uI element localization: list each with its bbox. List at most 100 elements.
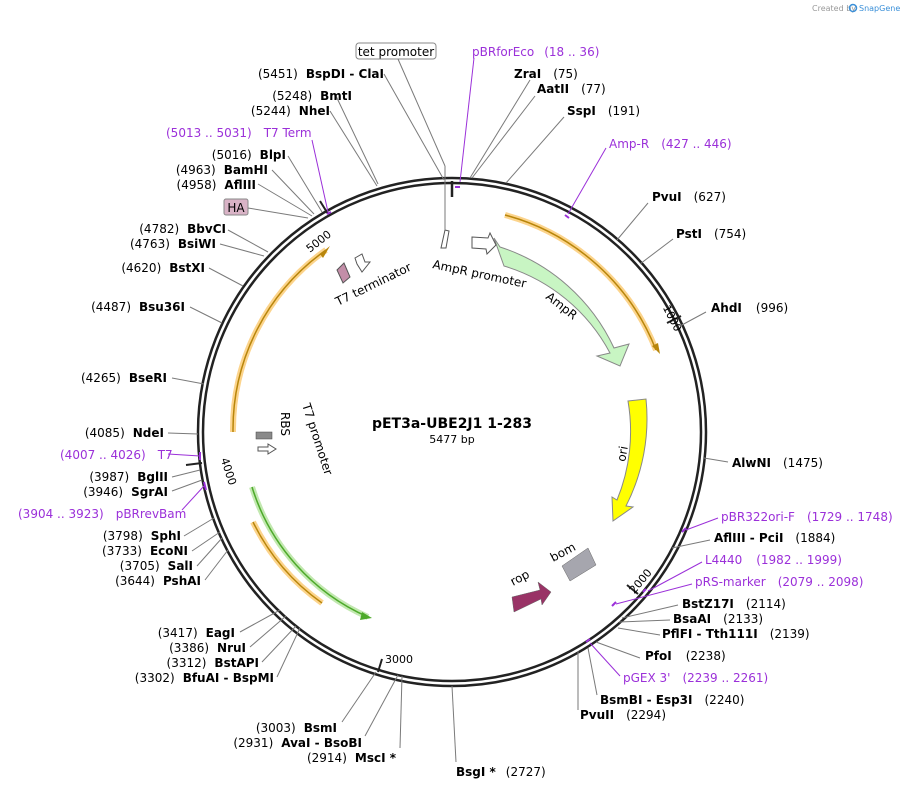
sphi-pos: (3798) [103, 529, 143, 543]
tet-promoter-marker [440, 229, 450, 249]
l4440-lead [647, 561, 703, 592]
pvui-pos: (627) [694, 190, 726, 204]
pbrforeco-pos: (18 .. 36) [544, 45, 599, 59]
pshai-lead [204, 549, 229, 581]
nhei-label: (5244)NheI [251, 104, 330, 118]
t7-promoter-label: T7 promoter [299, 401, 336, 477]
nrui-name: NruI [217, 641, 246, 655]
bglii-name: BglII [137, 470, 168, 484]
alwni-label: AlwNI(1475) [732, 456, 823, 470]
bfuai-name2: BspMI [233, 671, 274, 685]
pbrrevbam-label: (3904 .. 3923)pBRrevBam [18, 507, 186, 521]
bsgi-lead [451, 685, 457, 763]
bspdi-name: BspDI [306, 67, 345, 81]
ori-feature [611, 398, 648, 522]
aatii-pos: (77) [581, 82, 606, 96]
green-arc-arrow [360, 612, 372, 620]
sali-name: SalI [168, 559, 193, 573]
bstz17i-name: BstZ17I [682, 597, 734, 611]
pvuii-name: PvuII [580, 708, 614, 722]
bsaai-label: BsaAI (2133) [673, 612, 763, 626]
psti-pos: (754) [714, 227, 746, 241]
t7term-pos: (5013 .. 5031) [166, 126, 252, 140]
t7-primer-name: T7 [157, 448, 173, 462]
site-labels-right: ZraI(75) AatII(77) SspI(191) PvuI(627) P… [456, 67, 835, 779]
tet-promoter-box: tet promoter [355, 42, 446, 230]
ndei-name: NdeI [133, 426, 164, 440]
msci-label: (2914) MscI * [307, 751, 397, 765]
sgrai-label: (3946)SgrAI [83, 485, 168, 499]
bstz17i-label: BstZ17I(2114) [682, 597, 786, 611]
bfuai-name: BfuAI [183, 671, 220, 685]
prs-lead [615, 583, 693, 605]
bsaai-pos: (2133) [723, 612, 763, 626]
orf-arc-ampr-highlight [504, 212, 659, 352]
bseri-label: (4265)BseRI [81, 371, 167, 385]
bsaai-lead [618, 619, 671, 623]
orf-arrow-insert [320, 246, 330, 258]
nrui-lead [249, 615, 287, 648]
blpi-label: (5016)BlpI [212, 148, 286, 162]
pfoi-label: PfoI(2238) [645, 649, 726, 663]
pbr322ori-lead [685, 517, 719, 531]
ahdi-pos: (996) [756, 301, 788, 315]
bspdi-lead [383, 73, 445, 181]
ampr-promoter-arrow [471, 231, 497, 256]
bsaai-name: BsaAI [673, 612, 711, 626]
econi-label: (3733)EcoNI [102, 544, 188, 558]
sspi-label: SspI(191) [567, 104, 640, 118]
bsgi-pos: (2727) [506, 765, 546, 779]
sgrai-pos: (3946) [83, 485, 123, 499]
ampr-primer-name: Amp-R [609, 137, 649, 151]
pflfi-name: PflFI [662, 627, 692, 641]
nhei-pos: (5244) [251, 104, 291, 118]
afliii-lead [671, 539, 711, 549]
t7-terminator-arrow [354, 253, 372, 273]
bsmi-pos: (3003) [256, 721, 296, 735]
afliii-pos: (1884) [795, 531, 835, 545]
site-labels-left: (3003)BsmI (2931)AvaI - BsoBI (2914)MscI… [81, 67, 397, 765]
pvuii-pos: (2294) [626, 708, 666, 722]
msci-pos: (2914) [307, 751, 347, 765]
sspi-name: SspI [567, 104, 596, 118]
msci-name: MscI * [355, 751, 397, 765]
watermark-prefix: Created by [812, 4, 856, 13]
snapgene-watermark: Created by SnapGene [812, 3, 900, 13]
blpi-lead [287, 155, 323, 213]
watermark-brand: SnapGene [859, 4, 900, 13]
pbrrevbam-pos: (3904 .. 3923) [18, 507, 104, 521]
tick-1000 [666, 315, 682, 324]
nhei-lead [329, 110, 378, 187]
tick-label-4000: 4000 [218, 456, 239, 487]
blpi-name: BlpI [260, 148, 286, 162]
orf-arcs [229, 212, 660, 620]
bsgi-label: BsgI *(2727) [456, 765, 546, 779]
ampr-feature [493, 237, 630, 367]
tick-2000 [626, 584, 639, 595]
bstxi-pos: (4620) [121, 261, 161, 275]
afliii2-name: AflIII [224, 178, 256, 192]
tick-label-3000: 3000 [385, 653, 413, 666]
pflfi-pos: (2139) [770, 627, 810, 641]
bstxi-name: BstXI [169, 261, 205, 275]
t7-terminator-feature [336, 262, 351, 284]
bsu36i-name: Bsu36I [139, 300, 185, 314]
pbr322ori-pos: (1729 .. 1748) [807, 510, 893, 524]
bstapi-pos: (3312) [167, 656, 207, 670]
alwni-name: AlwNI [732, 456, 771, 470]
rop-feature [511, 581, 552, 613]
zrai-label: ZraI(75) [514, 67, 578, 81]
backbone-inner-circle [201, 181, 703, 683]
avai-sep: - [311, 736, 324, 750]
bamhi-pos: (4963) [176, 163, 216, 177]
bom-feature [561, 547, 597, 582]
prs-label: pRS-marker(2079 .. 2098) [695, 575, 863, 589]
orf-arc-small-highlight [250, 520, 324, 606]
sgrai-lead [171, 479, 203, 492]
bstxi-lead [208, 267, 244, 287]
tick-4000 [185, 462, 203, 466]
primer-mark-t7term [326, 211, 332, 215]
bsiwi-lead [219, 243, 265, 257]
rbs-feature [255, 431, 273, 440]
econi-name: EcoNI [150, 544, 188, 558]
